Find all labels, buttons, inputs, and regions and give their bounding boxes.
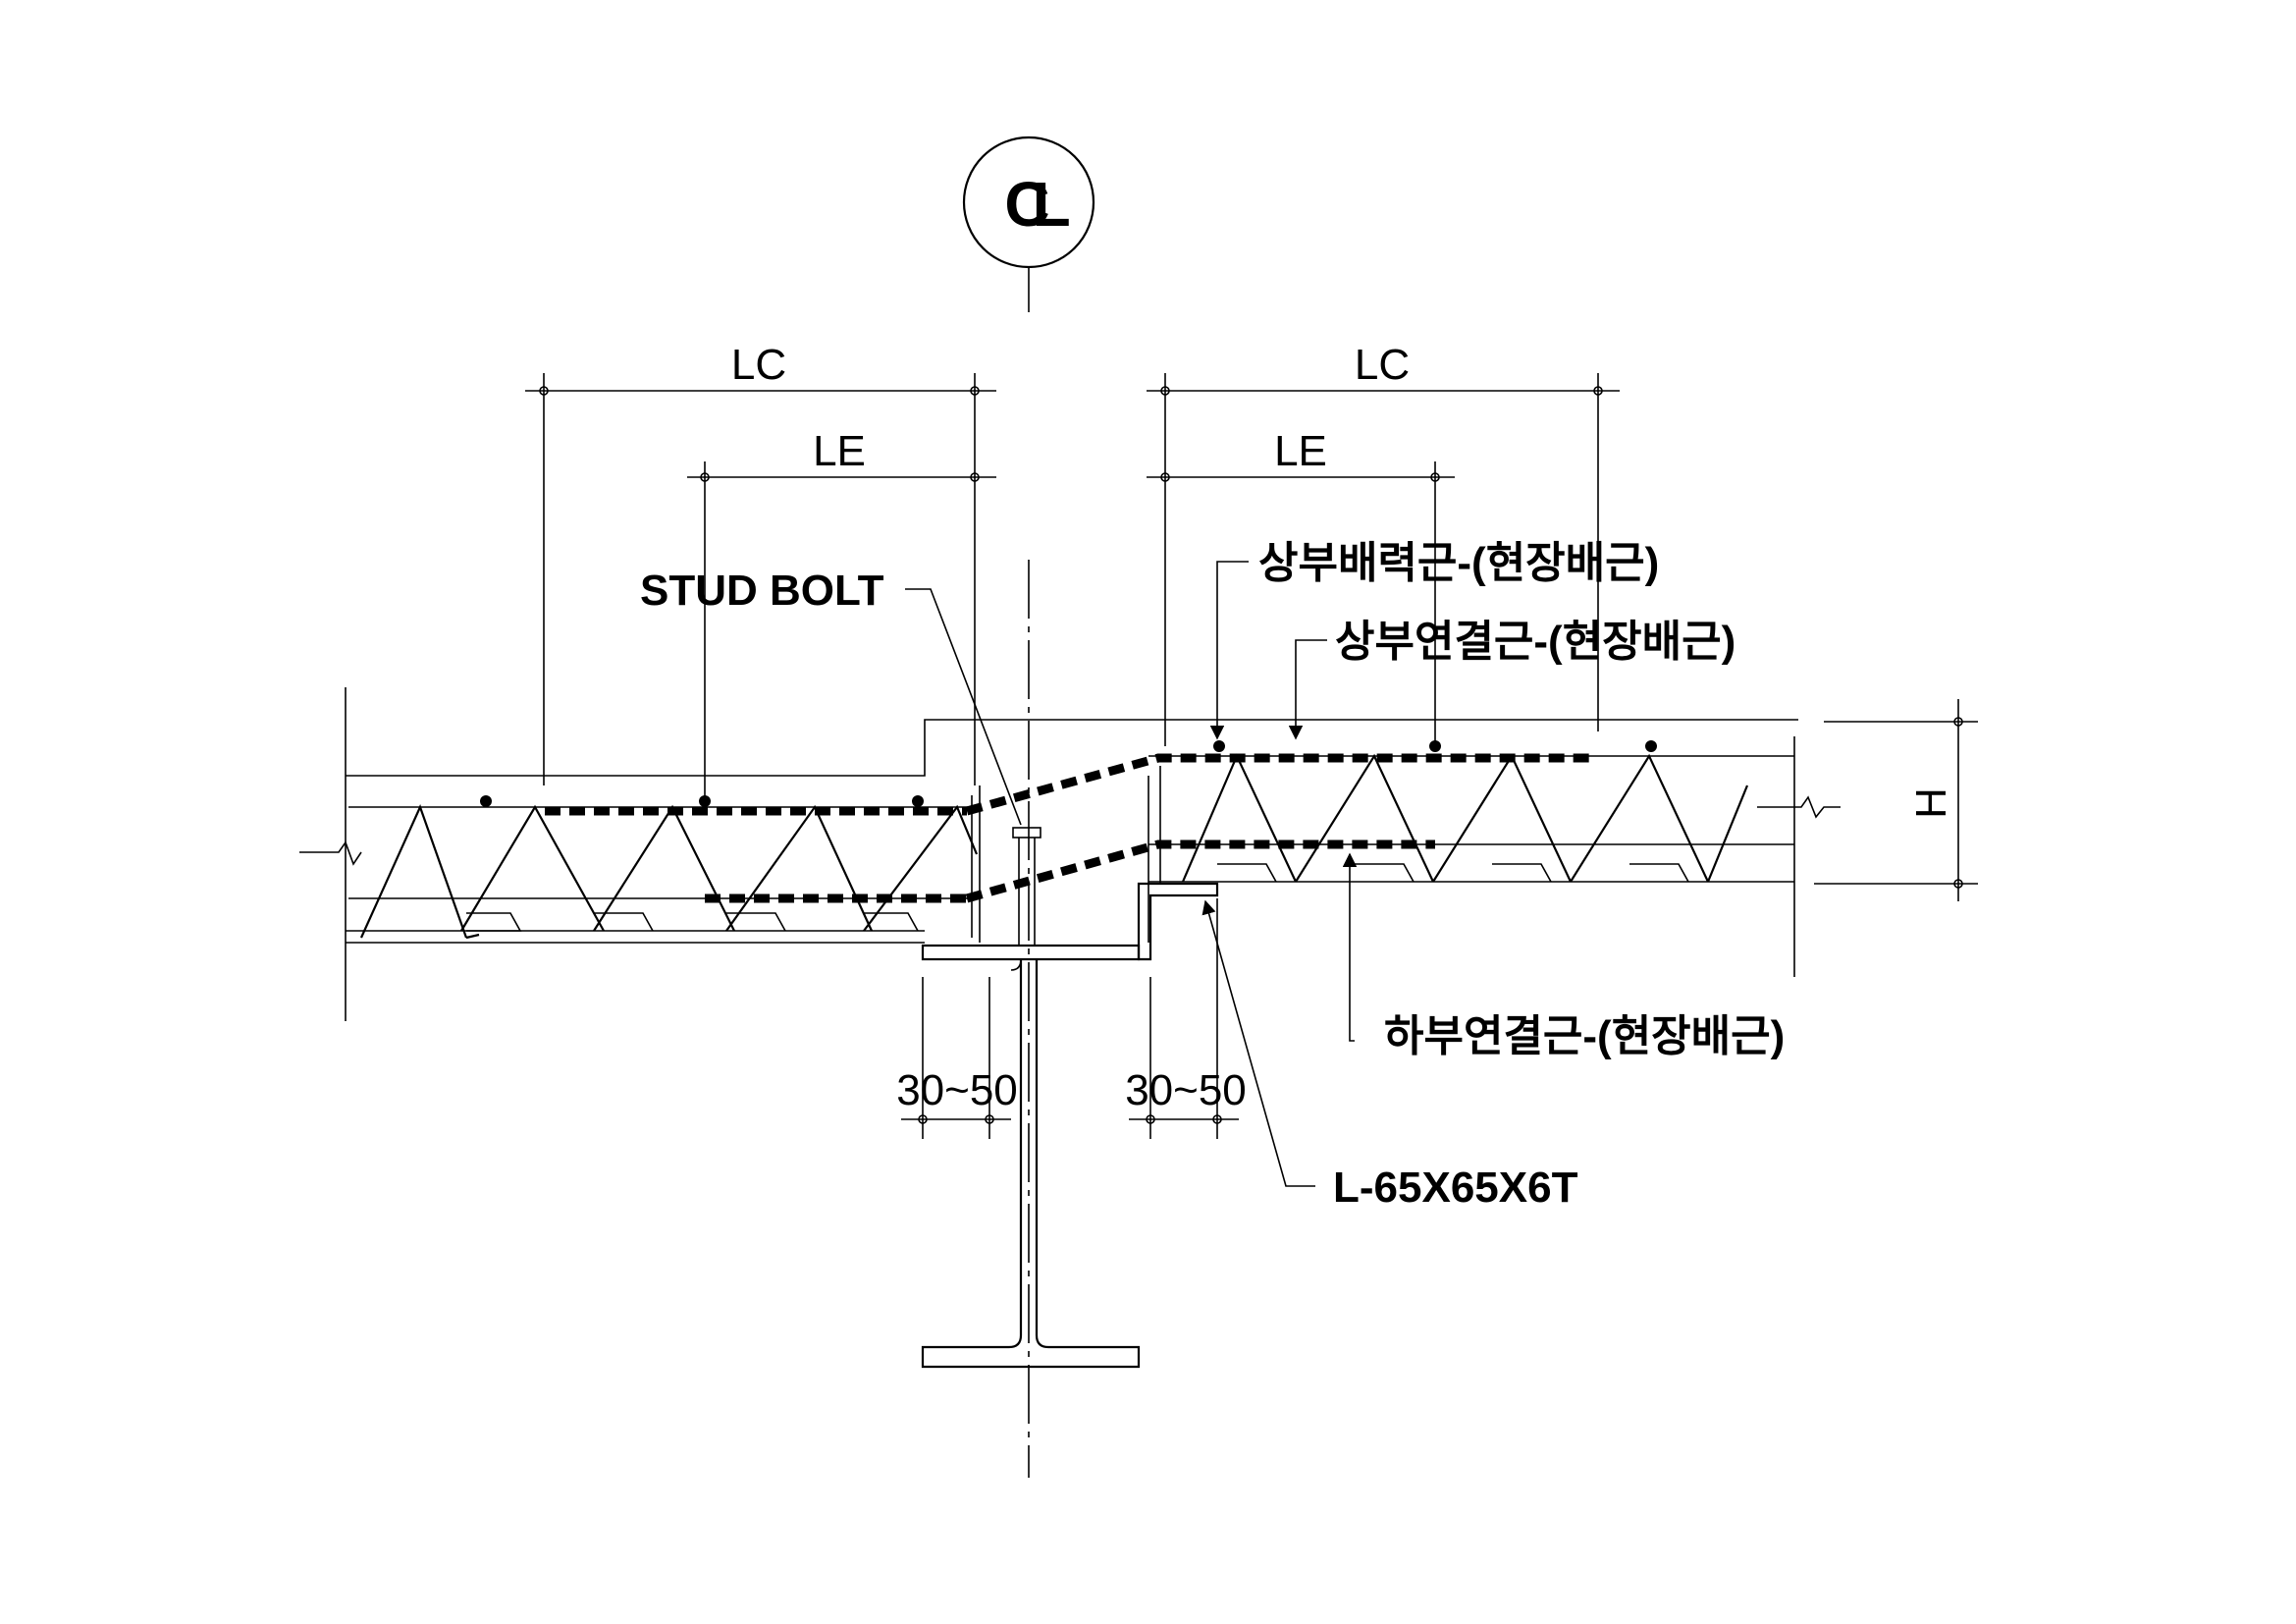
- steel-h-beam: [921, 944, 1141, 1369]
- right-truss-web: [1181, 753, 1749, 883]
- left-lc-label: LC: [731, 341, 786, 389]
- left-dimensions: LC LE: [525, 341, 996, 805]
- rebar-dot: [480, 795, 492, 807]
- gap-left-label: 30~50: [896, 1066, 1018, 1114]
- rebar-dot: [1213, 740, 1225, 752]
- stud-bolt: [1012, 827, 1041, 946]
- gap-dimensions: 30~50 30~50: [896, 898, 1247, 1139]
- right-le-label: LE: [1274, 427, 1327, 475]
- top-connection-rebar: [965, 753, 1592, 816]
- height-label: H: [1907, 787, 1955, 819]
- bottom-connection-rebar: [965, 839, 1435, 903]
- angle-label: L-65X65X6T: [1333, 1164, 1578, 1212]
- gap-right-label: 30~50: [1125, 1066, 1247, 1114]
- stud-bolt-label: STUD BOLT: [640, 567, 884, 615]
- centerline-symbol: CL: [1004, 169, 1069, 240]
- angle-bracket: [1137, 882, 1219, 961]
- right-dimensions: LC LE: [1147, 341, 1620, 746]
- rebar-dot: [912, 795, 924, 807]
- centerline-marker: CL: [962, 135, 1095, 1478]
- right-lc-label: LC: [1355, 341, 1410, 389]
- rebar-dot: [699, 795, 711, 807]
- top-connection-bar-label: 상부연결근-(현장배근): [1335, 618, 1735, 666]
- height-dimension: H: [1814, 699, 1978, 901]
- rebar-dot: [1429, 740, 1441, 752]
- leaders: [905, 561, 1358, 1187]
- rebars: [480, 740, 1657, 903]
- bottom-connection-bar-label: 하부연결근-(현장배근): [1384, 1012, 1785, 1060]
- left-truss-web: [359, 804, 979, 940]
- top-main-bar-label: 상부배력근-(현장배근): [1258, 539, 1659, 587]
- left-slab: [299, 687, 1798, 1021]
- right-slab: [1148, 736, 1841, 977]
- left-le-label: LE: [813, 427, 866, 475]
- rebar-dot: [1645, 740, 1657, 752]
